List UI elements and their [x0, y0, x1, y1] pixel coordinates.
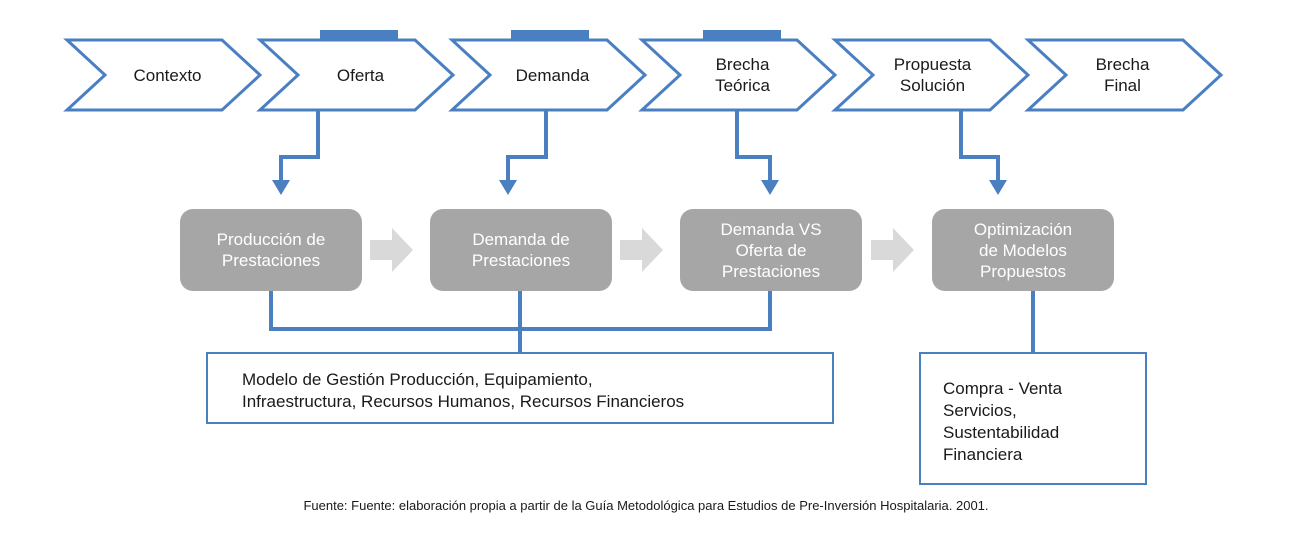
chevron-brecha-teorica	[638, 38, 838, 112]
arrowhead-produccion	[272, 180, 290, 195]
step-label-propuesta-solucion: Propuesta Solución	[893, 55, 972, 95]
chevron-oferta	[256, 38, 456, 112]
box-optimizacion-label: Optimización de Modelos Propuestos	[973, 219, 1073, 281]
chevron-brecha-final	[1024, 38, 1224, 112]
arrowhead-optimizacion	[989, 180, 1007, 195]
box-demanda-prestaciones: Demanda de Prestaciones	[430, 209, 612, 291]
step-label-oferta: Oferta	[336, 65, 385, 85]
step-label-demanda: Demanda	[515, 65, 590, 85]
output-financial-text: Compra - Venta Servicios, Sustentabilida…	[943, 379, 1063, 464]
box-demanda-vs-oferta-label: Demanda VS Oferta de Prestaciones	[720, 219, 822, 281]
connector-demanda-to-demanda	[506, 110, 548, 183]
chevron-contexto	[63, 38, 263, 112]
connector-propuesta-to-optimizacion	[959, 110, 1000, 183]
grey-arrow-3	[871, 228, 914, 272]
output-financial: Compra - Venta Servicios, Sustentabilida…	[919, 352, 1147, 485]
highlight-bar-brecha-teorica	[703, 30, 781, 39]
connector-brecha-to-comparacion	[735, 110, 772, 183]
step-label-brecha-teorica: Brecha Teórica	[715, 55, 770, 95]
box-demanda-vs-oferta: Demanda VS Oferta de Prestaciones	[680, 209, 862, 291]
step-label-contexto: Contexto	[133, 65, 202, 85]
arrowhead-demanda	[499, 180, 517, 195]
output-management-model-text: Modelo de Gestión Producción, Equipamien…	[242, 370, 685, 411]
box-demanda-label: Demanda de Prestaciones	[471, 230, 571, 270]
step-label-brecha-final: Brecha Final	[1095, 55, 1150, 95]
highlight-bar-oferta	[320, 30, 398, 39]
box-produccion-prestaciones: Producción de Prestaciones	[180, 209, 362, 291]
box-optimizacion-modelos: Optimización de Modelos Propuestos	[932, 209, 1114, 291]
grey-arrow-2	[620, 228, 663, 272]
source-note: Fuente: Fuente: elaboración propia a par…	[303, 498, 989, 513]
grey-arrow-1	[370, 228, 413, 272]
box-produccion-label: Producción de Prestaciones	[216, 230, 326, 270]
output-management-model: Modelo de Gestión Producción, Equipamien…	[206, 352, 834, 424]
arrowhead-comparacion	[761, 180, 779, 195]
connector-oferta-to-produccion	[279, 110, 320, 183]
highlight-bar-demanda	[511, 30, 589, 39]
chevron-propuesta-solucion	[831, 38, 1031, 112]
chevron-demanda	[448, 38, 648, 112]
